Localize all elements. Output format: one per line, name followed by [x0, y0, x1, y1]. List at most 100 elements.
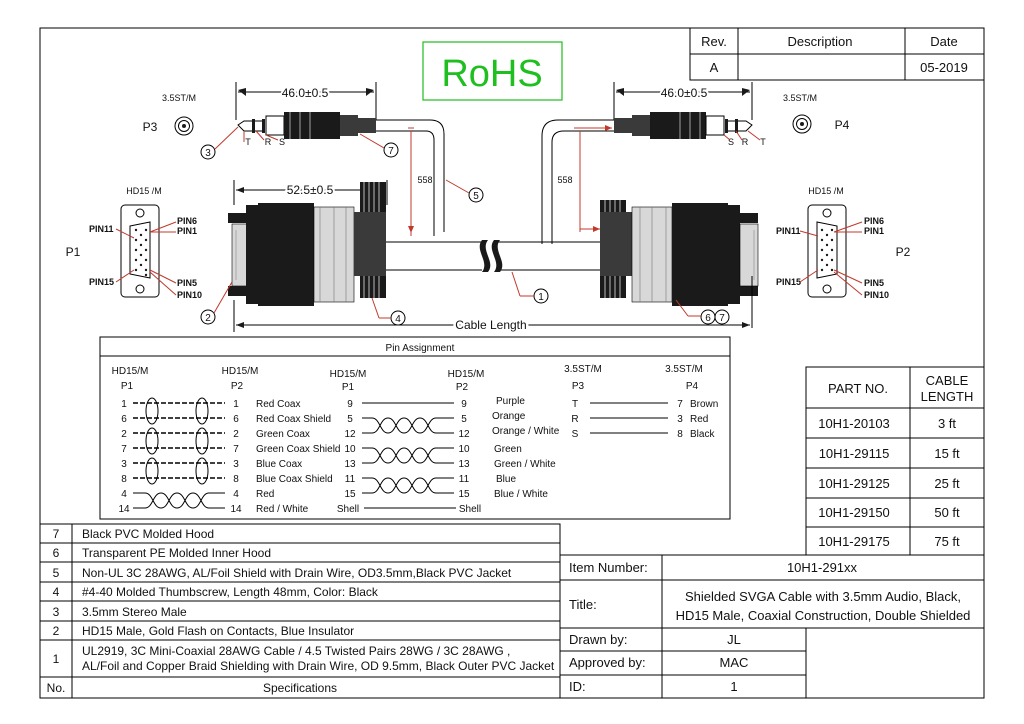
breakout-length-right: 558 [557, 175, 572, 185]
spec-text: Non-UL 3C 28AWG, AL/Foil Shield with Dra… [82, 566, 512, 580]
part-number: 10H1-29125 [818, 476, 890, 491]
connector-p1: HD15 /M P1 PIN6 PIN1 PIN11 PIN5 PIN15 PI… [66, 180, 406, 326]
svg-text:5: 5 [473, 191, 479, 202]
rev-header: Rev. [701, 34, 727, 49]
id-label: ID: [569, 679, 586, 694]
title-block: Item Number: 10H1-291xx Title: Shielded … [559, 554, 985, 699]
svg-text:Blue Coax Shield: Blue Coax Shield [256, 474, 333, 485]
cable-length-label: Cable Length [455, 318, 526, 332]
id-value: 1 [730, 679, 737, 694]
svg-text:Shell: Shell [459, 504, 481, 515]
approved-by-value: MAC [720, 655, 749, 670]
svg-text:1: 1 [121, 399, 127, 410]
item-number-value: 10H1-291xx [787, 560, 858, 575]
svg-text:15: 15 [458, 489, 470, 500]
svg-text:Red / White: Red / White [256, 504, 309, 515]
svg-text:Red: Red [690, 414, 708, 425]
callout-7-left [383, 142, 399, 158]
p2-label: P2 [896, 245, 911, 259]
svg-text:Red Coax: Red Coax [256, 399, 300, 410]
cable-length: 75 ft [934, 534, 960, 549]
svg-text:Red Coax Shield: Red Coax Shield [256, 414, 331, 425]
p3-plug-icon [237, 120, 265, 132]
rohs-frame [422, 41, 563, 101]
drawn-by-label: Drawn by: [569, 632, 628, 647]
svg-text:HD15/M: HD15/M [112, 366, 149, 377]
drawn-by-value: JL [727, 632, 741, 647]
svg-text:P2: P2 [456, 382, 469, 393]
svg-text:4: 4 [395, 314, 401, 325]
callout-7-right [714, 309, 730, 325]
svg-text:2: 2 [233, 429, 239, 440]
svg-text:15: 15 [344, 489, 356, 500]
svg-text:14: 14 [118, 504, 130, 515]
svg-text:3.5ST/M: 3.5ST/M [665, 364, 703, 375]
approved-by-label: Approved by: [569, 655, 646, 670]
p4-dimension: 46.0±0.5 [661, 86, 708, 100]
svg-text:LENGTH: LENGTH [921, 389, 974, 404]
svg-text:Blue: Blue [496, 474, 516, 485]
spec-no: 7 [53, 527, 60, 541]
p3-pin-t: T [245, 137, 251, 147]
cable-length: 50 ft [934, 505, 960, 520]
svg-text:Red: Red [256, 489, 274, 500]
svg-text:11: 11 [345, 474, 356, 485]
cable-length: 15 ft [934, 446, 960, 461]
p1-thumbscrew-bottom [360, 276, 386, 298]
svg-text:S: S [572, 429, 579, 440]
spec-text: Transparent PE Molded Inner Hood [82, 546, 271, 560]
svg-text:Green: Green [494, 444, 522, 455]
svg-text:PIN10: PIN10 [864, 290, 889, 300]
rohs-text: RoHS [441, 53, 542, 95]
p4-pin-r: R [742, 137, 749, 147]
svg-text:4: 4 [121, 489, 127, 500]
coax-wiring [133, 397, 225, 509]
svg-text:2: 2 [205, 313, 211, 324]
callout-5 [468, 187, 484, 203]
p3-face-icon [174, 116, 194, 136]
svg-text:3: 3 [121, 459, 127, 470]
svg-text:14: 14 [230, 504, 242, 515]
svg-text:Purple: Purple [496, 396, 525, 407]
svg-text:PIN6: PIN6 [864, 216, 884, 226]
svg-text:Shell: Shell [337, 504, 359, 515]
svg-text:PIN1: PIN1 [177, 226, 197, 236]
svg-text:1: 1 [538, 292, 544, 303]
svg-text:P1: P1 [342, 382, 355, 393]
p3-label: P3 [143, 120, 158, 134]
part-number: 10H1-20103 [818, 416, 890, 431]
svg-text:Orange: Orange [492, 411, 526, 422]
spec-no: 3 [53, 605, 60, 619]
spec-no: 4 [53, 585, 60, 599]
p1-hood [258, 203, 314, 306]
spec-table: 7 Black PVC Molded Hood 6 Transparent PE… [39, 523, 561, 699]
twisted-pair-wiring [362, 402, 456, 509]
p4-type-label: 3.5ST/M [783, 93, 817, 103]
svg-text:T: T [572, 399, 578, 410]
p1-label: P1 [66, 245, 81, 259]
p2-thumbscrew-top [600, 200, 626, 212]
svg-text:HD15/M: HD15/M [222, 366, 259, 377]
part-number: 10H1-29150 [818, 505, 890, 520]
svg-text:PIN5: PIN5 [177, 278, 197, 288]
p3-dimension: 46.0±0.5 [282, 86, 329, 100]
svg-text:3: 3 [677, 414, 683, 425]
spec-text: #4-40 Molded Thumbscrew, Length 48mm, Co… [82, 585, 379, 599]
part-number: 10H1-29115 [819, 446, 890, 461]
spec-text: AL/Foil and Copper Braid Shielding with … [82, 659, 555, 673]
spec-no: 1 [53, 652, 60, 666]
svg-text:7: 7 [719, 313, 725, 324]
svg-text:PIN15: PIN15 [776, 277, 801, 287]
svg-text:Brown: Brown [690, 399, 718, 410]
svg-text:13: 13 [458, 459, 470, 470]
svg-text:P2: P2 [231, 381, 244, 392]
audio-cable-left [376, 119, 445, 232]
svg-text:12: 12 [344, 429, 356, 440]
svg-text:10: 10 [458, 444, 470, 455]
callout-3-left [200, 144, 216, 160]
main-cable: 1 [386, 240, 600, 304]
cable-length-dimension: Cable Length [233, 300, 750, 335]
spec-no: 5 [53, 566, 60, 580]
description-header: Description [787, 34, 852, 49]
